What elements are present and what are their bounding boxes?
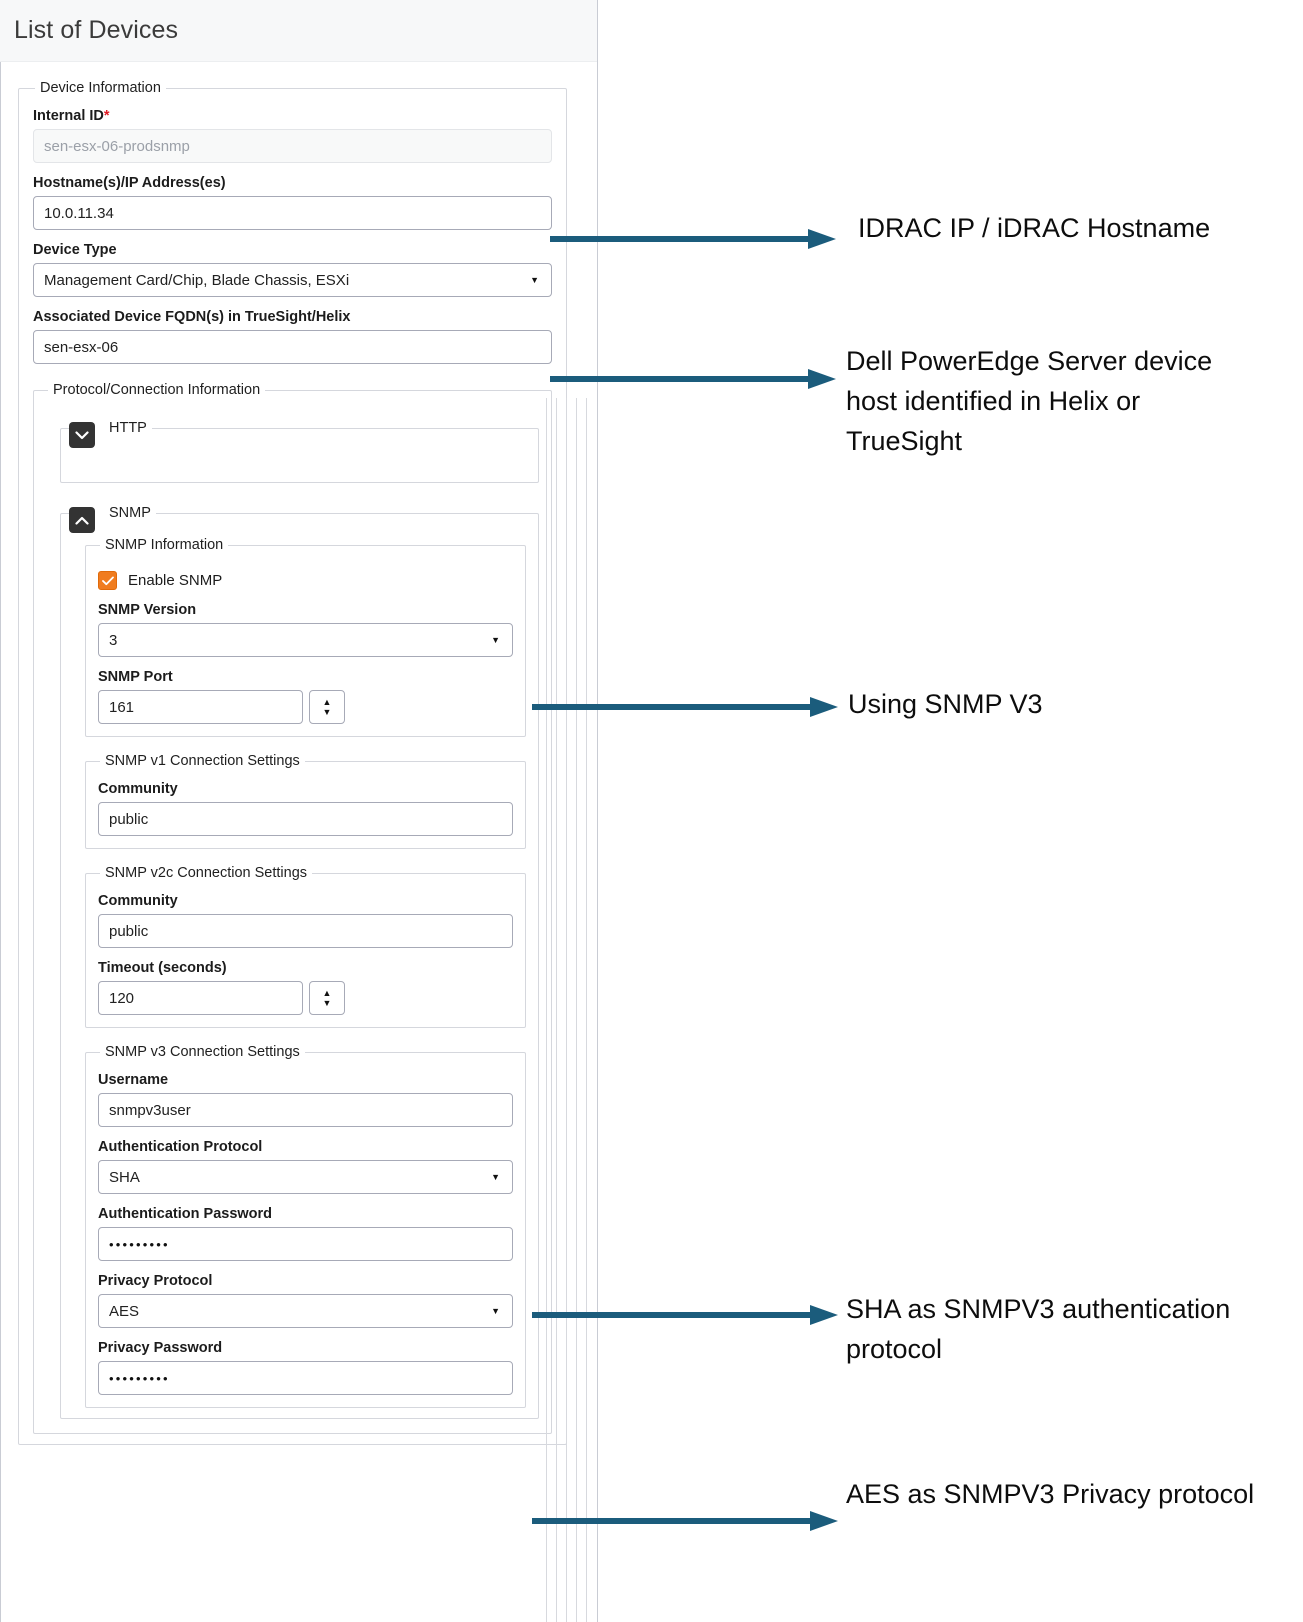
snmp-port-stepper: 161 ▲ ▼ bbox=[98, 690, 513, 724]
snmp-v3-username-input[interactable]: snmpv3user bbox=[98, 1093, 513, 1127]
http-body bbox=[73, 436, 526, 472]
snmp-v1-fieldset: SNMP v1 Connection Settings Community pu… bbox=[85, 753, 526, 849]
associated-fqdn-field: Associated Device FQDN(s) in TrueSight/H… bbox=[33, 309, 552, 364]
snmp-v1-community-input[interactable]: public bbox=[98, 802, 513, 836]
device-information-fieldset: Device Information Internal ID* sen-esx-… bbox=[18, 80, 567, 1445]
chevron-down-icon: ▼ bbox=[491, 1171, 500, 1182]
snmp-version-value: 3 bbox=[109, 631, 118, 649]
snmp-port-input[interactable]: 161 bbox=[98, 690, 303, 724]
snmp-port-field: SNMP Port 161 ▲ ▼ bbox=[98, 669, 513, 724]
snmp-v3-username-field: Username snmpv3user bbox=[98, 1072, 513, 1127]
snmp-v3-privacy-password-label: Privacy Password bbox=[98, 1340, 223, 1356]
snmp-v2c-timeout-stepper: 120 ▲ ▼ bbox=[98, 981, 513, 1015]
chevron-down-icon: ▼ bbox=[491, 1305, 500, 1316]
hostname-input[interactable]: 10.0.11.34 bbox=[33, 196, 552, 230]
internal-id-label: Internal ID* bbox=[33, 108, 110, 124]
snmp-v2c-timeout-field: Timeout (seconds) 120 ▲ ▼ bbox=[98, 960, 513, 1015]
snmp-version-label: SNMP Version bbox=[98, 602, 197, 618]
snmp-v3-privacy-password-field: Privacy Password ••••••••• bbox=[98, 1340, 513, 1395]
page-title: List of Devices bbox=[14, 16, 179, 44]
enable-snmp-label: Enable SNMP bbox=[128, 572, 223, 589]
snmp-v2c-timeout-spinner[interactable]: ▲ ▼ bbox=[309, 981, 345, 1015]
snmp-v3-privacy-protocol-field: Privacy Protocol AES ▼ bbox=[98, 1273, 513, 1328]
snmp-v3-auth-protocol-field: Authentication Protocol SHA ▼ bbox=[98, 1139, 513, 1194]
snmp-v3-fieldset: SNMP v3 Connection Settings Username snm… bbox=[85, 1044, 526, 1408]
snmp-v3-auth-protocol-select[interactable]: SHA ▼ bbox=[98, 1160, 513, 1194]
device-information-legend: Device Information bbox=[40, 80, 161, 96]
snmp-v3-auth-protocol-value: SHA bbox=[109, 1168, 140, 1186]
snmp-version-select[interactable]: 3 ▼ bbox=[98, 623, 513, 657]
device-type-value: Management Card/Chip, Blade Chassis, ESX… bbox=[44, 271, 350, 289]
spinner-up-icon[interactable]: ▲ bbox=[322, 697, 332, 707]
required-asterisk: * bbox=[103, 108, 110, 124]
chevron-down-icon: ▼ bbox=[491, 634, 500, 645]
snmp-v3-privacy-protocol-label: Privacy Protocol bbox=[98, 1273, 213, 1289]
protocol-connection-legend: Protocol/Connection Information bbox=[53, 382, 261, 398]
protocol-connection-fieldset: Protocol/Connection Information HTTP SNM… bbox=[33, 382, 552, 1434]
snmp-information-fieldset: SNMP Information Enable SNMP SNMP Versio… bbox=[85, 537, 526, 737]
internal-id-input[interactable]: sen-esx-06-prodsnmp bbox=[33, 129, 552, 163]
snmp-v3-username-label: Username bbox=[98, 1072, 169, 1088]
snmp-v2c-community-label: Community bbox=[98, 893, 178, 909]
enable-snmp-row[interactable]: Enable SNMP bbox=[98, 571, 513, 590]
snmp-v3-auth-password-field: Authentication Password ••••••••• bbox=[98, 1206, 513, 1261]
device-type-select[interactable]: Management Card/Chip, Blade Chassis, ESX… bbox=[33, 263, 552, 297]
chevron-down-icon: ▼ bbox=[530, 274, 539, 285]
form-scroll-area: Device Information Internal ID* sen-esx-… bbox=[0, 62, 597, 1622]
snmp-v1-legend: SNMP v1 Connection Settings bbox=[105, 753, 300, 769]
annotation-text-4: SHA as SNMPV3 authentication protocol bbox=[846, 1294, 1231, 1364]
annotation-text-2: Dell PowerEdge Server device host identi… bbox=[846, 346, 1213, 456]
spinner-down-icon[interactable]: ▼ bbox=[322, 707, 332, 717]
snmp-information-legend: SNMP Information bbox=[105, 537, 224, 553]
snmp-v2c-timeout-input[interactable]: 120 bbox=[98, 981, 303, 1015]
snmp-v1-community-field: Community public bbox=[98, 781, 513, 836]
http-legend[interactable]: HTTP bbox=[109, 420, 147, 436]
snmp-v1-community-label: Community bbox=[98, 781, 178, 797]
chevron-down-icon[interactable] bbox=[69, 422, 95, 448]
snmp-v2c-timeout-label: Timeout (seconds) bbox=[98, 960, 227, 976]
chevron-up-icon[interactable] bbox=[69, 507, 95, 533]
annotation-text-1: IDRAC IP / iDRAC Hostname bbox=[858, 213, 1211, 243]
device-type-label: Device Type bbox=[33, 242, 117, 258]
snmp-port-label: SNMP Port bbox=[98, 669, 173, 685]
spinner-up-icon[interactable]: ▲ bbox=[322, 988, 332, 998]
hostname-label: Hostname(s)/IP Address(es) bbox=[33, 175, 226, 191]
snmp-v2c-fieldset: SNMP v2c Connection Settings Community p… bbox=[85, 865, 526, 1028]
snmp-v2c-community-input[interactable]: public bbox=[98, 914, 513, 948]
annotation-text-5: AES as SNMPV3 Privacy protocol bbox=[846, 1479, 1255, 1509]
annotation-text-3: Using SNMP V3 bbox=[848, 689, 1043, 719]
snmp-v3-auth-password-input[interactable]: ••••••••• bbox=[98, 1227, 513, 1261]
associated-fqdn-input[interactable]: sen-esx-06 bbox=[33, 330, 552, 364]
device-type-field: Device Type Management Card/Chip, Blade … bbox=[33, 242, 552, 297]
snmp-panel: SNMP SNMP Information Enable SNMP SNMP V… bbox=[60, 505, 539, 1419]
snmp-v3-auth-password-label: Authentication Password bbox=[98, 1206, 273, 1222]
snmp-version-field: SNMP Version 3 ▼ bbox=[98, 602, 513, 657]
snmp-legend[interactable]: SNMP bbox=[109, 505, 151, 521]
http-panel: HTTP bbox=[60, 420, 539, 483]
hostname-field: Hostname(s)/IP Address(es) 10.0.11.34 bbox=[33, 175, 552, 230]
associated-fqdn-label: Associated Device FQDN(s) in TrueSight/H… bbox=[33, 309, 351, 325]
snmp-v3-legend: SNMP v3 Connection Settings bbox=[105, 1044, 300, 1060]
snmp-v3-privacy-protocol-select[interactable]: AES ▼ bbox=[98, 1294, 513, 1328]
snmp-port-spinner[interactable]: ▲ ▼ bbox=[309, 690, 345, 724]
snmp-v3-auth-protocol-label: Authentication Protocol bbox=[98, 1139, 263, 1155]
snmp-v3-privacy-password-input[interactable]: ••••••••• bbox=[98, 1361, 513, 1395]
snmp-v2c-legend: SNMP v2c Connection Settings bbox=[105, 865, 308, 881]
page-header: List of Devices bbox=[0, 0, 597, 62]
device-form-panel: List of Devices Device Information Inter… bbox=[0, 0, 598, 1622]
snmp-v3-privacy-protocol-value: AES bbox=[109, 1302, 140, 1320]
spinner-down-icon[interactable]: ▼ bbox=[322, 998, 332, 1008]
internal-id-field: Internal ID* sen-esx-06-prodsnmp bbox=[33, 108, 552, 163]
checkbox-checked-icon[interactable] bbox=[98, 571, 117, 590]
snmp-v2c-community-field: Community public bbox=[98, 893, 513, 948]
